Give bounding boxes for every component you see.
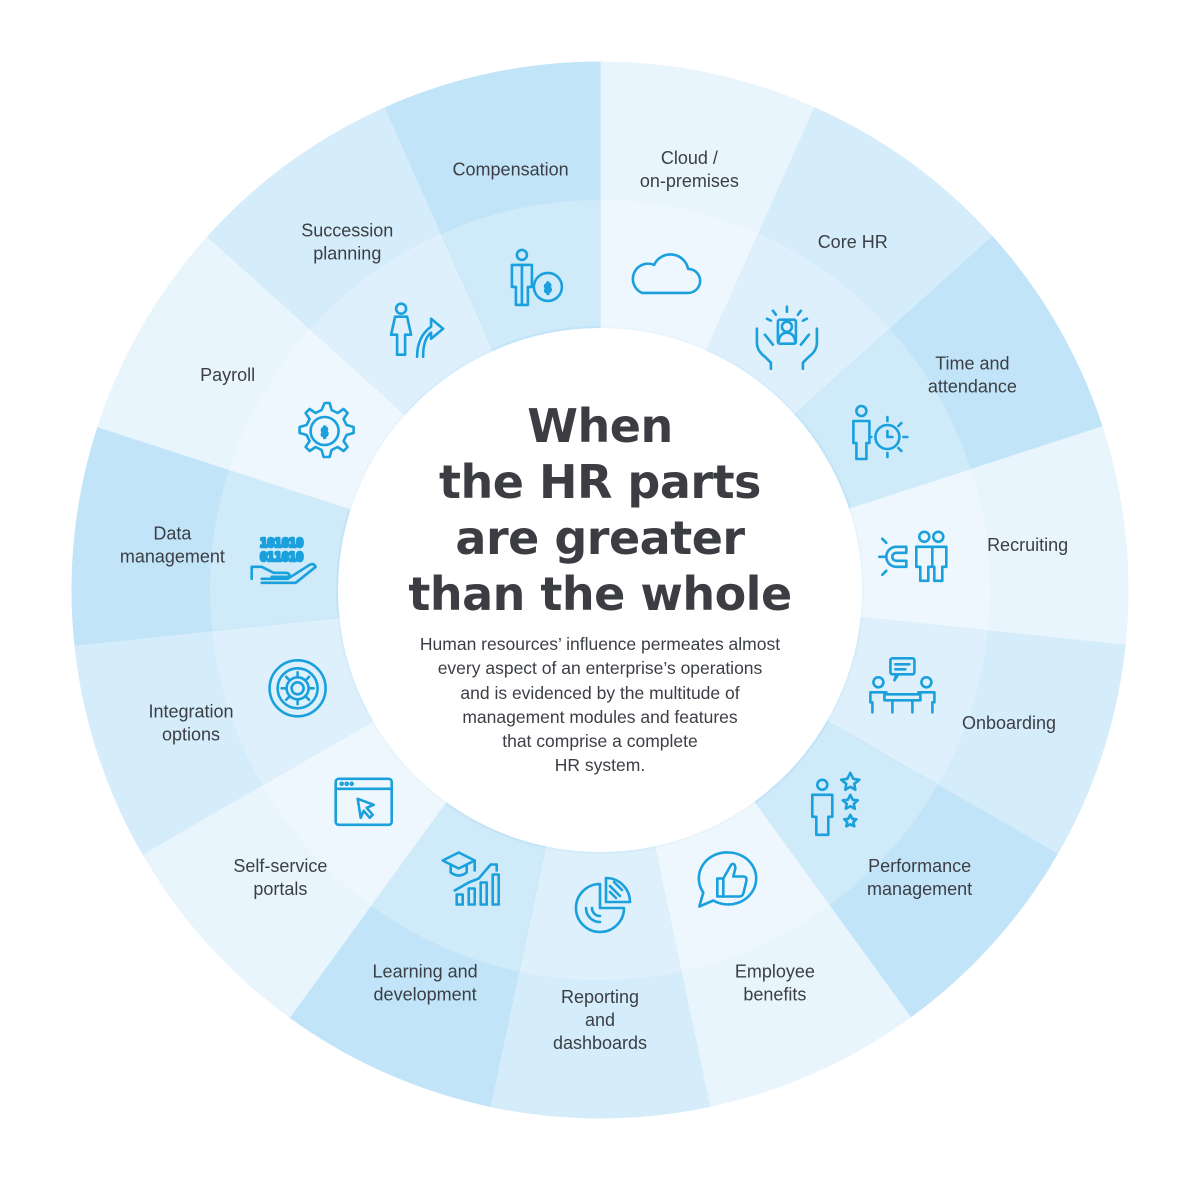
segment-label-line: Recruiting: [987, 535, 1068, 555]
gear-dollar-icon: $: [298, 401, 355, 459]
segment-label-line: development: [374, 984, 477, 1004]
segment-label-line: Reporting: [561, 987, 639, 1007]
segment-label-line: dashboards: [553, 1033, 647, 1053]
icon-glyph: $: [321, 425, 328, 439]
icon-glyph: 011010: [260, 550, 303, 564]
segment-label: Reporting and dashboards: [553, 987, 647, 1053]
description-line: that comprise a complete: [502, 731, 698, 752]
segment-label-line: Integration: [148, 701, 233, 721]
segment-label: Succession planning: [301, 221, 393, 264]
wheel-inner-band: [210, 469, 349, 631]
title-line: the HR parts: [439, 455, 761, 509]
wheel-inner-band: [654, 803, 830, 972]
wheel-inner-band: [310, 233, 493, 414]
center-circle: [338, 328, 862, 852]
center-description: Human resources’ influence permeates alm…: [378, 632, 822, 778]
segment-label: Employee benefits: [735, 961, 815, 1004]
segment-label: Data management: [120, 524, 225, 567]
hands-person-icon: [755, 305, 819, 371]
segment-label: Performance management: [867, 856, 972, 899]
segment-label-line: management: [867, 879, 972, 899]
cloud-icon: [631, 253, 702, 295]
person-clock-gear-icon: [852, 404, 909, 461]
graduation-bars-icon: [441, 851, 501, 906]
segment-label-line: benefits: [743, 984, 806, 1004]
segment-label: Payroll: [200, 365, 255, 385]
description-line: and is evidenced by the multitude of: [460, 682, 740, 703]
segment-label-line: Cloud /: [661, 148, 718, 168]
segment-label-line: management: [120, 547, 225, 567]
icon-glyph: $: [544, 281, 551, 295]
segment-label-line: Data: [153, 524, 192, 544]
wheel-inner-band: [851, 469, 990, 631]
segment-label-line: Self-service: [233, 856, 327, 876]
browser-cursor-icon: [334, 777, 394, 827]
wheel-segments: [71, 61, 1129, 1119]
thumbs-up-bubble-icon: [697, 851, 758, 908]
center-title: When the HR parts are greater than the w…: [380, 398, 820, 622]
wheel-inner-band: [262, 722, 445, 906]
person-stars-icon: [810, 771, 861, 837]
wheel-inner-band: [707, 233, 890, 414]
segment-label-line: Learning and: [373, 961, 478, 981]
gear-circle-icon: [268, 658, 327, 718]
icon-glyph: 101010: [260, 536, 303, 550]
segment-label: Time and attendance: [928, 354, 1017, 397]
segment-label: Recruiting: [987, 535, 1068, 555]
segment-label-line: Succession: [301, 221, 393, 241]
segment-label-line: planning: [313, 244, 381, 264]
segment-label: Self-service portals: [233, 856, 327, 899]
description-line: Human resources’ influence permeates alm…: [419, 634, 781, 654]
segment-label-line: Core HR: [818, 232, 888, 252]
title-line: than the whole: [408, 567, 792, 621]
segment-label: Learning and development: [373, 961, 478, 1004]
segment-label: Cloud / on-premises: [640, 148, 739, 191]
wheel-inner-band: [212, 617, 372, 785]
segment-label: Compensation: [453, 159, 569, 179]
segment-label-line: portals: [253, 879, 307, 899]
meeting-chat-icon: [869, 656, 936, 714]
description-line: management modules and features: [462, 706, 738, 727]
description-line: HR system.: [554, 755, 646, 776]
segment-label-line: Payroll: [200, 365, 255, 385]
magnet-people-icon: [877, 530, 948, 583]
segment-label-line: on-premises: [640, 171, 739, 191]
segment-label-line: options: [162, 724, 220, 744]
segment-label-line: Time and: [935, 354, 1009, 374]
wheel-inner-band: [796, 329, 971, 509]
segment-label-line: Compensation: [453, 159, 569, 179]
segment-label-line: Performance: [868, 856, 971, 876]
wheel-inner-band: [600, 200, 759, 349]
segment-label-line: Onboarding: [962, 713, 1056, 733]
segment-label-line: and: [585, 1010, 615, 1030]
description-line: every aspect of an enterprise’s operatio…: [437, 658, 763, 679]
segment-label: Onboarding: [962, 713, 1056, 733]
wheel-inner-band: [518, 848, 682, 981]
person-dollar-icon: $: [510, 248, 564, 307]
wheel-inner-band: [755, 722, 938, 906]
segment-label-line: Employee: [735, 961, 815, 981]
pie-chart-icon: [574, 876, 632, 934]
title-line: When: [527, 399, 673, 453]
title-line: are greater: [455, 511, 745, 565]
segment-label: Integration options: [148, 701, 233, 744]
segment-label: Core HR: [818, 232, 888, 252]
person-arrow-up-icon: [389, 302, 445, 359]
segment-label-line: attendance: [928, 377, 1017, 397]
